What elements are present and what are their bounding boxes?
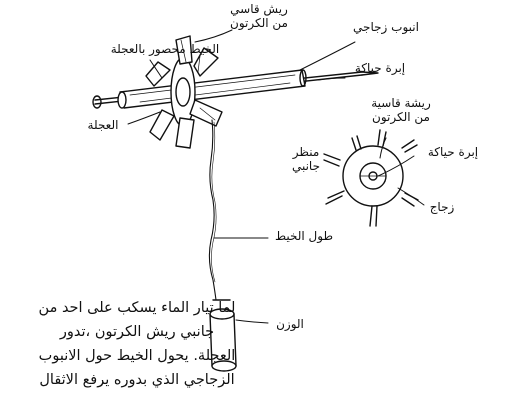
label-sewing-needle-side: إبرة حياكة: [427, 145, 479, 159]
label-glass: زجاج: [429, 200, 455, 214]
glass-tube: [117, 69, 307, 109]
caption-line: الزجاجي الذي بدوره يرفع الاثقال: [39, 372, 235, 388]
label-thread-on-wheel: الخيط محصور بالعجلة: [110, 42, 220, 56]
label-weight: الوزن: [276, 317, 304, 331]
leader-lines: [127, 29, 425, 324]
label-thread-length: طول الخيط: [274, 229, 334, 243]
hanging-thread: [208, 119, 217, 301]
label-cardboard-vane: ريشة قاسية من الكرتون: [358, 96, 444, 124]
label-glass-tube: انبوب زجاجي: [353, 20, 419, 34]
label-line: من الكرتون: [372, 110, 430, 124]
label-line: ريش قاسي: [230, 2, 288, 16]
caption-line: لما تيار الماء يسكب على احد من: [38, 300, 236, 316]
weight: [209, 299, 237, 372]
side-view-wheel: [323, 129, 419, 227]
label-line: منظر: [292, 145, 320, 159]
label-side-view: منظر جانبي: [286, 145, 326, 173]
label-line: من الكرتون: [230, 16, 288, 30]
label-line: ريشة قاسية: [371, 96, 431, 110]
caption-line: جانبي ريش الكرتون ،تدور: [59, 324, 215, 340]
label-cardboard-vanes: ريش قاسي من الكرتون: [218, 2, 300, 30]
label-wheel: العجلة: [87, 118, 119, 132]
wheel: [145, 35, 223, 149]
caption-line: العجلة. يحول الخيط حول الانبوب: [38, 348, 236, 364]
caption-text: لما تيار الماء يسكب على احد من جانبي ريش…: [6, 296, 268, 392]
label-sewing-needle-top: إبرة حياكة: [354, 61, 406, 75]
label-line: جانبي: [291, 159, 321, 173]
